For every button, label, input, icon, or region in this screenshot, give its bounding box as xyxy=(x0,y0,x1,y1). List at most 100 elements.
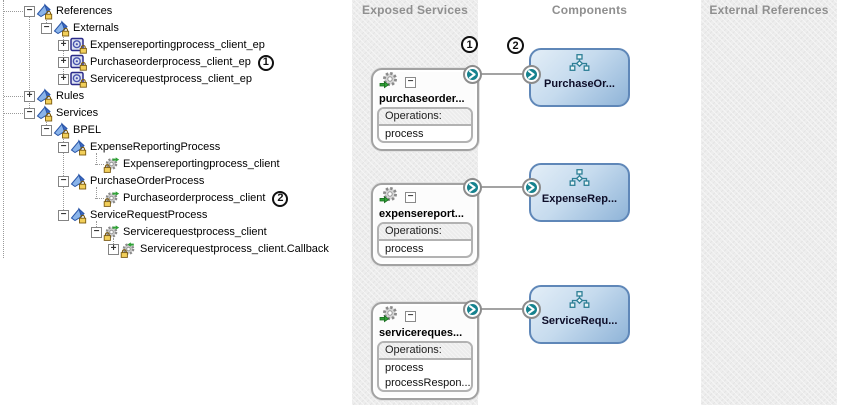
tree-connector xyxy=(95,198,104,199)
component-box-servicerequ[interactable]: ServiceRequ... xyxy=(529,285,630,344)
tree-collapse-toggle[interactable]: − xyxy=(24,6,35,17)
wire-service-to-component[interactable] xyxy=(472,73,531,75)
tree-collapse-toggle[interactable]: − xyxy=(91,227,102,238)
service-port[interactable] xyxy=(462,64,482,84)
tree-item-label: Servicerequestprocess_client xyxy=(123,226,267,238)
tree-item-servicerequestprocess-client-callback[interactable]: + Servicerequestprocess_client.Callback xyxy=(0,241,348,258)
tree-item-expensereportingprocess[interactable]: − ExpenseReportingProcess xyxy=(0,139,348,156)
tree-item-label: Services xyxy=(56,107,99,119)
tree-collapse-toggle[interactable]: − xyxy=(58,142,69,153)
tree-item-label: Servicerequestprocess_client.Callback xyxy=(140,243,329,255)
tree-item-label: ExpenseReportingProcess xyxy=(90,141,221,153)
component-port[interactable] xyxy=(521,177,541,197)
components-lane-title: Components xyxy=(551,3,628,17)
operations-header: Operations: xyxy=(379,224,471,241)
service-port[interactable] xyxy=(462,299,482,319)
component-name: ExpenseRep... xyxy=(541,193,618,205)
tree-item-rules[interactable]: + Rules xyxy=(0,88,348,105)
callback-icon xyxy=(120,241,138,258)
tree-expand-toggle[interactable]: + xyxy=(58,40,69,51)
external-references-lane xyxy=(701,0,837,405)
tree-root-guide xyxy=(3,0,4,258)
tree-item-bpel[interactable]: − BPEL xyxy=(0,122,348,139)
collapse-toggle[interactable]: − xyxy=(405,77,416,88)
operation-item[interactable]: processRespon... xyxy=(385,377,471,389)
tree-collapse-toggle[interactable]: − xyxy=(41,125,52,136)
collapse-toggle[interactable]: − xyxy=(405,311,416,322)
callout-1-badge: 1 xyxy=(461,36,478,53)
wire-service-to-component[interactable] xyxy=(472,308,531,310)
tree-item-expensereportingprocess-client-ep[interactable]: +Expensereportingprocess_client_ep xyxy=(0,37,348,54)
client-icon xyxy=(103,190,121,207)
tree-item-purchaseorderprocess[interactable]: −PurchaseOrderProcess xyxy=(0,173,348,190)
callout-2-badge: 2 xyxy=(507,37,524,54)
wire-service-to-component[interactable] xyxy=(472,186,531,188)
operations-panel: Operations: process xyxy=(377,107,473,143)
tree-connector xyxy=(4,11,23,12)
service-box-servicereques[interactable]: − servicereques... Operations: process proce… xyxy=(371,302,479,400)
service-box-header: − xyxy=(377,305,473,325)
endpoint-icon xyxy=(70,54,88,71)
component-port[interactable] xyxy=(521,299,541,319)
service-port[interactable] xyxy=(462,177,482,197)
service-name: expensereport... xyxy=(379,208,464,220)
tree-item-externals[interactable]: − Externals xyxy=(0,20,348,37)
callout-2-badge: 2 xyxy=(272,190,289,207)
tree-item-references[interactable]: −References xyxy=(0,3,348,20)
operations-header: Operations: xyxy=(379,109,471,126)
tree-item-servicerequestprocess[interactable]: − ServiceRequestProcess xyxy=(0,207,348,224)
tree-guide-line xyxy=(96,187,97,199)
tree-item-label: Rules xyxy=(56,90,85,102)
structure-tree: −References−Externals+Expensereportingpr… xyxy=(0,3,348,258)
tree-collapse-toggle[interactable]: − xyxy=(41,23,52,34)
tree-guide-line xyxy=(96,153,97,165)
service-box-purchaseorder[interactable]: −purchaseorder...Operations:process xyxy=(371,68,479,151)
client-icon xyxy=(103,224,121,241)
tree-item-services[interactable]: − Services xyxy=(0,105,348,122)
bpel-process-icon xyxy=(567,291,592,314)
operation-item[interactable]: process xyxy=(385,128,424,140)
component-name: ServiceRequ... xyxy=(541,315,618,327)
tree-expand-toggle[interactable]: + xyxy=(58,74,69,85)
composite-icon xyxy=(53,122,71,139)
service-name: servicereques... xyxy=(379,327,463,339)
collapse-toggle[interactable]: − xyxy=(405,192,416,203)
bpel-process-icon xyxy=(567,54,592,77)
operations-panel: Operations: process processRespon... xyxy=(377,341,473,392)
bpel-process-icon xyxy=(567,169,592,192)
component-box-expenserep[interactable]: ExpenseRep... xyxy=(529,163,630,222)
tree-collapse-toggle[interactable]: − xyxy=(58,210,69,221)
tree-expand-toggle[interactable]: + xyxy=(58,57,69,68)
tree-item-expensereportingprocess-client[interactable]: Expensereportingprocess_client xyxy=(0,156,348,173)
web-service-gear-icon xyxy=(379,71,400,95)
tree-collapse-toggle[interactable]: − xyxy=(24,108,35,119)
composite-icon xyxy=(53,20,71,37)
operation-item[interactable]: process xyxy=(385,362,424,374)
tree-expand-toggle[interactable]: + xyxy=(108,244,119,255)
tree-item-label: ServiceRequestProcess xyxy=(90,209,208,221)
composite-icon xyxy=(36,3,54,20)
component-port[interactable] xyxy=(521,64,541,84)
exposed-services-lane-title: Exposed Services xyxy=(362,3,468,17)
endpoint-icon xyxy=(70,37,88,54)
tree-item-label: Externals xyxy=(73,22,119,34)
web-service-gear-icon xyxy=(379,305,400,329)
operation-item[interactable]: process xyxy=(385,243,424,255)
composite-icon xyxy=(70,173,88,190)
tree-collapse-toggle[interactable]: − xyxy=(58,176,69,187)
composite-icon xyxy=(70,207,88,224)
callout-1-badge: 1 xyxy=(257,54,274,71)
composite-icon xyxy=(36,105,54,122)
tree-item-servicerequestprocess-client[interactable]: − Servicerequestprocess_client xyxy=(0,224,348,241)
service-box-expensereport[interactable]: − expensereport... Operations: process xyxy=(371,183,479,266)
composite-icon xyxy=(70,139,88,156)
operations-header: Operations: xyxy=(379,343,471,360)
tree-item-servicerequestprocess-client-ep[interactable]: +Servicerequestprocess_client_ep xyxy=(0,71,348,88)
tree-expand-toggle[interactable]: + xyxy=(24,91,35,102)
tree-item-label: BPEL xyxy=(73,124,102,136)
service-box-header: − xyxy=(377,186,473,206)
component-box-purchaseor[interactable]: PurchaseOr... xyxy=(529,48,630,107)
